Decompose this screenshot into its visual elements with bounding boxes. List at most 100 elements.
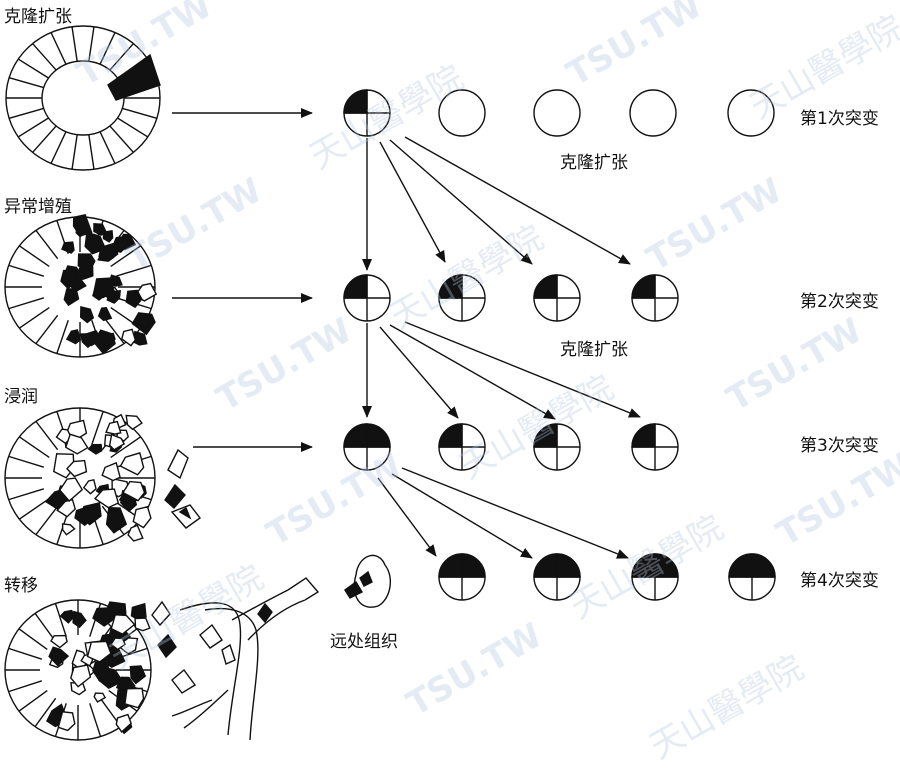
mutation-label: 第1次突变 <box>800 109 879 129</box>
cell-boundary <box>18 497 50 520</box>
cell-mutant <box>438 274 486 322</box>
cell-mutant <box>631 553 679 601</box>
tumor-cell <box>120 328 137 347</box>
cell-boundary <box>115 264 152 277</box>
tumor-cell <box>70 681 87 696</box>
tumor-cell <box>79 332 95 349</box>
cell-boundary <box>54 603 67 637</box>
cell-boundary <box>18 306 50 329</box>
tumor-cell <box>48 646 70 667</box>
tumor-cell <box>84 231 107 255</box>
cell-boundary <box>18 628 48 650</box>
cell-boundary <box>8 77 44 89</box>
cell-boundary <box>18 436 50 459</box>
tumor-cell <box>72 213 93 237</box>
tumor-cell <box>55 428 73 445</box>
cell-boundary <box>32 43 57 71</box>
cell-boundary <box>50 131 67 164</box>
tissue-abnormal-proliferation <box>4 213 158 358</box>
cell-mutant-1 <box>343 89 391 137</box>
mutation-label: 第2次突变 <box>800 292 879 312</box>
cell-boundary <box>18 245 50 268</box>
tumor-cell <box>70 664 92 688</box>
cell-mutant <box>438 423 486 471</box>
tumor-cell <box>110 235 130 253</box>
cell-boundary <box>117 117 149 138</box>
cell-boundary <box>8 455 45 468</box>
tumor-cell <box>101 461 121 482</box>
cell-boundary <box>35 314 59 345</box>
cell-boundary <box>122 107 158 119</box>
cell-boundary <box>99 32 116 65</box>
blood-vessel <box>179 602 242 736</box>
tumor-cell <box>122 480 146 502</box>
tumor-cell <box>77 253 96 272</box>
tumor-cell <box>93 692 107 703</box>
tumor-cell <box>110 614 136 635</box>
cell-boundary <box>91 411 104 445</box>
mutant-clone-patch <box>107 53 161 101</box>
invading-cells <box>44 413 152 542</box>
tumor-cell <box>124 687 145 709</box>
tumor-cell <box>58 477 84 502</box>
cell-normal <box>727 89 775 137</box>
tumor-cell <box>86 640 112 663</box>
tumor-cell <box>64 433 89 455</box>
cell-boundary <box>89 703 102 737</box>
cell-boundary <box>110 245 142 268</box>
cell-boundary <box>109 125 134 153</box>
cell-boundary <box>35 229 59 260</box>
cells <box>343 89 776 601</box>
tissue-invasion <box>4 407 201 549</box>
cell-boundary <box>71 26 78 62</box>
tumor-cell <box>119 452 145 476</box>
cell-boundary <box>56 320 69 354</box>
cell-boundary <box>32 125 57 153</box>
tumor-cell <box>56 498 76 518</box>
clone-expansion-label: 克隆扩张 <box>560 153 628 173</box>
cell-mutant <box>438 553 486 601</box>
cell-boundary <box>8 488 45 501</box>
tumor-cell <box>98 246 115 262</box>
cell-boundary <box>8 264 45 277</box>
cell-mutant <box>728 553 776 601</box>
tumor-cell <box>79 306 95 324</box>
cell-boundary <box>17 117 49 138</box>
cell-boundary <box>8 647 43 660</box>
cell-boundary <box>8 680 43 693</box>
cell-mutant <box>343 423 391 471</box>
tumor-cell <box>110 637 126 651</box>
tumor-cell <box>59 609 75 624</box>
lineage-arrows <box>362 136 641 559</box>
tumor-cell <box>127 524 144 542</box>
distant-tissue-label: 远处组织 <box>330 632 398 652</box>
tumor-cell <box>57 711 76 732</box>
cell-boundary <box>18 690 48 712</box>
tumor-cell <box>50 634 68 649</box>
tumor-cell <box>132 505 152 529</box>
cell-boundary <box>99 131 116 164</box>
cell-normal <box>629 89 677 137</box>
stage-label: 克隆扩张 <box>4 7 72 27</box>
cell-mutant <box>343 274 391 322</box>
cell-boundary <box>109 43 134 71</box>
cell-boundary <box>110 436 142 459</box>
tumor-cell <box>106 290 121 304</box>
cell-mutant <box>533 553 581 601</box>
tumor-cell <box>61 523 76 536</box>
mutation-label: 第3次突变 <box>800 436 879 456</box>
tumor-cell <box>82 478 97 495</box>
cell-boundary <box>8 107 44 119</box>
cell-boundary <box>88 26 95 62</box>
tumor-cell <box>74 506 92 527</box>
cell-boundary <box>35 505 59 536</box>
tumor-cell <box>98 666 124 690</box>
tumor-cell <box>93 488 120 509</box>
cell-mutant <box>533 274 581 322</box>
tumor-cell <box>125 289 143 309</box>
tumor-cell <box>87 443 103 455</box>
mutation-label: 第4次突变 <box>800 571 879 591</box>
cell-boundary <box>71 134 78 170</box>
tumor-cell <box>102 229 114 243</box>
stage-label: 异常增殖 <box>4 197 72 217</box>
